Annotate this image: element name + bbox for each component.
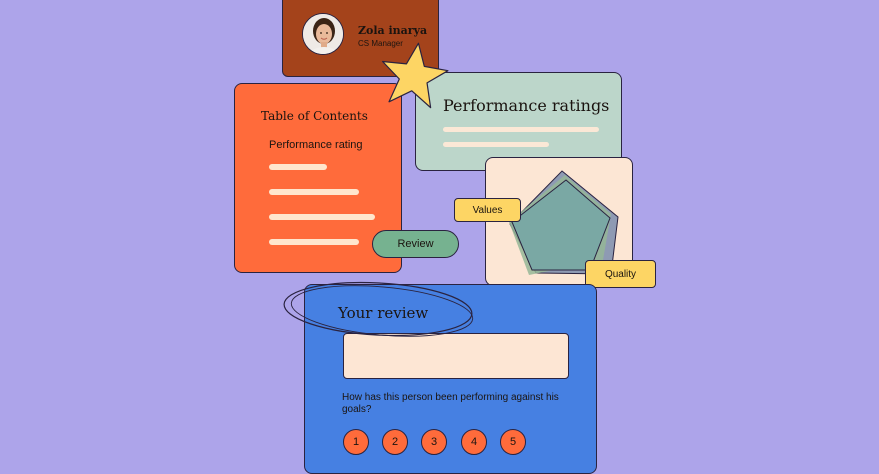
review-text-input[interactable]	[343, 333, 569, 379]
rating-option-1[interactable]: 1	[343, 429, 369, 455]
perf-placeholder-line	[443, 142, 549, 147]
highlight-ellipse	[283, 281, 474, 337]
toc-title: Table of Contents	[261, 109, 368, 123]
performance-ratings-title: Performance ratings	[443, 96, 610, 115]
review-question: How has this person been performing agai…	[342, 392, 559, 415]
radar-chart	[509, 170, 619, 275]
rating-option-4[interactable]: 4	[461, 429, 487, 455]
rating-option-3[interactable]: 3	[421, 429, 447, 455]
toc-item-performance-rating[interactable]: Performance rating	[269, 139, 363, 151]
rating-option-5[interactable]: 5	[500, 429, 526, 455]
your-review-title: Your review	[338, 304, 429, 322]
toc-placeholder-line	[269, 164, 327, 170]
values-tag: Values	[454, 198, 521, 222]
profile-role: CS Manager	[358, 39, 403, 48]
quality-tag: Quality	[585, 260, 656, 288]
toc-placeholder-line	[269, 214, 375, 220]
profile-name: Zola inarya	[358, 24, 428, 37]
performance-ratings-card: Performance ratings	[415, 72, 622, 171]
review-button[interactable]: Review	[372, 230, 459, 258]
avatar	[302, 13, 344, 55]
toc-placeholder-line	[269, 189, 359, 195]
star-icon	[381, 42, 449, 109]
toc-placeholder-line	[269, 239, 359, 245]
rating-option-2[interactable]: 2	[382, 429, 408, 455]
your-review-card: Your review How has this person been per…	[304, 284, 597, 474]
profile-card[interactable]: Zola inarya CS Manager	[282, 0, 439, 77]
table-of-contents-card: Table of Contents Performance rating	[234, 83, 402, 273]
perf-placeholder-line	[443, 127, 599, 132]
